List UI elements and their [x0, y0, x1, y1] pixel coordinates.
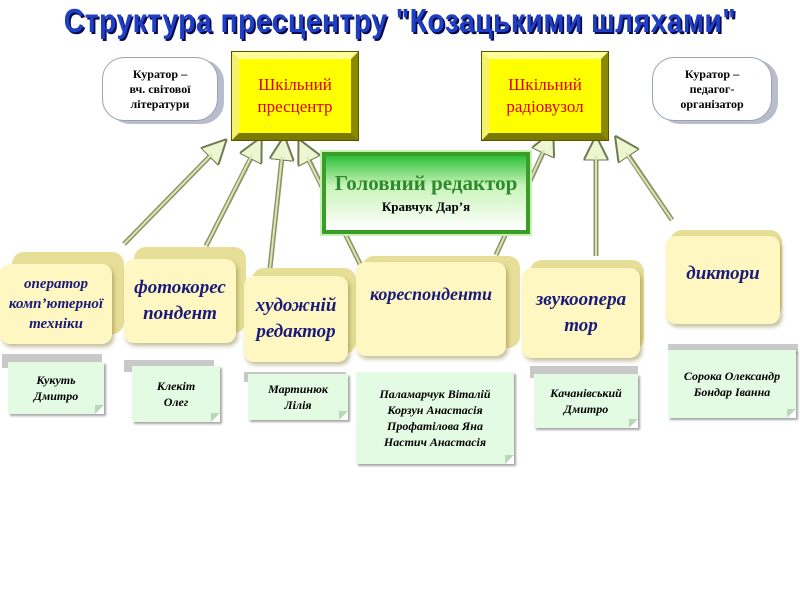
names-photo-text: Клекіт Олег [156, 379, 196, 409]
names-operator: Кукуть Дмитро [8, 362, 104, 414]
names-art-editor-text: Мартинюк Лілія [268, 382, 328, 412]
role-sound-operator-label: звукоопера тор [522, 268, 640, 358]
names-operator-text: Кукуть Дмитро [33, 373, 79, 403]
chief-editor-role: Головний редактор [334, 171, 518, 195]
role-photo-label: фотокорес пондент [124, 259, 236, 343]
page-title: Структура пресцентру "Козацькими шляхами… [63, 2, 737, 39]
curator-literature-scroll: Куратор – вч. світової літератури [102, 57, 218, 121]
radio-center-box: Шкільний радіовузол [482, 52, 608, 140]
names-photo: Клекіт Олег [132, 366, 220, 422]
names-correspondents-text: Паламарчук Віталій Корзун Анастасія Проф… [379, 387, 491, 449]
names-sound-operator-text: Качанівський Дмитро [550, 386, 622, 416]
curator-literature-label: Куратор – вч. світової літератури [129, 66, 191, 111]
press-center-label: Шкільний пресцентр [257, 75, 333, 116]
press-center-box: Шкільний пресцентр [232, 52, 358, 140]
chief-editor-name: Кравчук Дар’я [381, 199, 471, 214]
role-art-editor-label: художній редактор [244, 276, 348, 362]
curator-organizer-scroll: Куратор – педагог- організатор [652, 57, 772, 121]
names-sound-operator: Качанівський Дмитро [534, 374, 638, 428]
role-operator-label: оператор комп’ютерної техніки [0, 264, 112, 344]
curator-organizer-label: Куратор – педагог- організатор [680, 66, 744, 111]
role-correspondents-label: кореспонденти [356, 262, 506, 356]
chief-editor-box: Головний редактор Кравчук Дар’я [322, 152, 530, 234]
names-art-editor: Мартинюк Лілія [248, 374, 348, 420]
names-announcers: Сорока Олександр Бондар Іванна [668, 350, 796, 418]
radio-center-label: Шкільний радіовузол [506, 75, 584, 116]
names-correspondents: Паламарчук Віталій Корзун Анастасія Проф… [356, 372, 514, 464]
role-announcers-label: диктори [666, 236, 780, 324]
names-announcers-text: Сорока Олександр Бондар Іванна [683, 369, 781, 399]
